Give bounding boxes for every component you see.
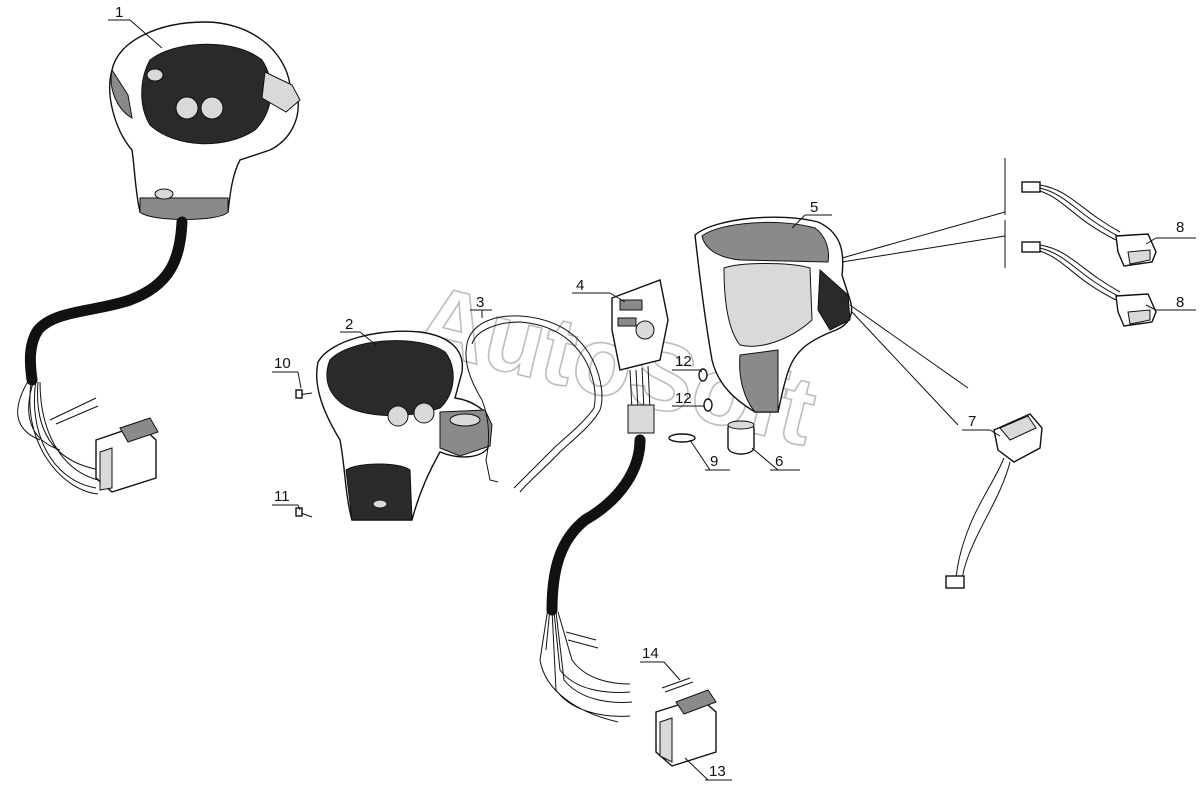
part-6-button-cap bbox=[727, 420, 755, 455]
part-3-wire-frame bbox=[465, 315, 603, 493]
callout-8a: 8 bbox=[1145, 219, 1196, 245]
part-1-joystick-assembly bbox=[17, 21, 301, 495]
callout-9-label: 9 bbox=[710, 453, 718, 470]
part-8-harness-upper bbox=[1021, 181, 1157, 267]
callout-2: 2 bbox=[340, 316, 377, 346]
callout-3-label: 3 bbox=[476, 294, 484, 311]
part-7-switch bbox=[849, 304, 1043, 589]
callout-4: 4 bbox=[572, 277, 626, 303]
part-4-circuit-board-harness bbox=[539, 279, 669, 723]
callout-6-label: 6 bbox=[775, 453, 783, 470]
callout-7-label: 7 bbox=[968, 413, 976, 430]
callout-1: 1 bbox=[108, 4, 163, 49]
callout-2-label: 2 bbox=[345, 316, 353, 333]
part-13-connector bbox=[655, 689, 717, 767]
callout-1-label: 1 bbox=[115, 4, 123, 21]
callout-5-label: 5 bbox=[810, 199, 818, 216]
callout-7: 7 bbox=[962, 413, 1001, 437]
callout-6: 6 bbox=[751, 447, 800, 471]
callout-11-label: 11 bbox=[274, 488, 290, 505]
part-5-lower-shell bbox=[694, 211, 1006, 413]
callout-13-label: 13 bbox=[709, 763, 726, 780]
part-10-screw bbox=[295, 389, 313, 399]
callout-13: 13 bbox=[684, 757, 732, 781]
part-12-o-ring-upper bbox=[698, 368, 708, 382]
part-11-screw bbox=[295, 507, 313, 518]
callout-3: 3 bbox=[470, 294, 492, 318]
part-8-harness-lower bbox=[1021, 241, 1157, 327]
callout-5: 5 bbox=[791, 199, 832, 229]
callout-8a-label: 8 bbox=[1176, 219, 1184, 236]
part-14-pins bbox=[661, 677, 694, 693]
callout-10-label: 10 bbox=[274, 355, 291, 372]
part-12-o-ring-lower bbox=[703, 398, 713, 412]
callout-12b-label: 12 bbox=[675, 390, 692, 407]
callout-12b: 12 bbox=[672, 390, 704, 407]
callout-4-label: 4 bbox=[576, 277, 584, 294]
callout-8b-label: 8 bbox=[1176, 294, 1184, 311]
part-2-upper-shell bbox=[316, 330, 493, 521]
callout-8b: 8 bbox=[1145, 294, 1196, 311]
callout-9: 9 bbox=[689, 439, 730, 471]
callout-12a-label: 12 bbox=[675, 353, 692, 370]
callout-14: 14 bbox=[640, 645, 681, 681]
callout-12a: 12 bbox=[672, 353, 703, 373]
callout-10: 10 bbox=[272, 355, 302, 389]
callout-11: 11 bbox=[272, 488, 301, 511]
callout-14-label: 14 bbox=[642, 645, 659, 662]
part-9-ring bbox=[668, 433, 696, 443]
